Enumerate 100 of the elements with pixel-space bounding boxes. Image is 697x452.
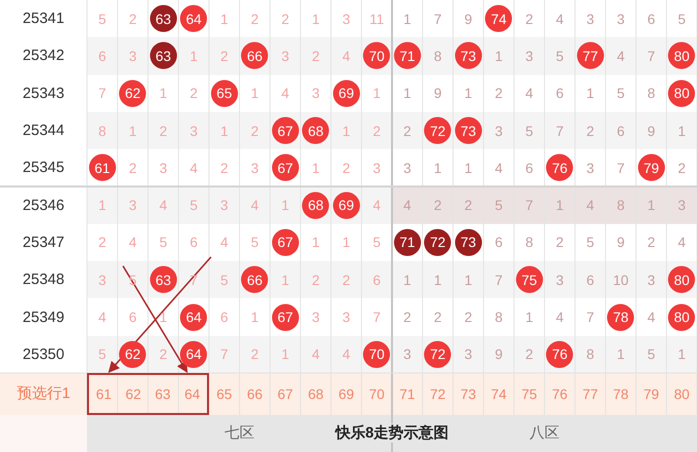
miss-count: 5 xyxy=(678,10,686,27)
number-ball: 67 xyxy=(272,154,299,182)
miss-count: 8 xyxy=(586,346,594,362)
miss-count: 3 xyxy=(556,272,564,288)
miss-count: 1 xyxy=(281,346,290,362)
miss-count: 2 xyxy=(312,272,320,288)
issue-number: 25346 xyxy=(22,196,64,214)
miss-count: 4 xyxy=(128,234,137,250)
number-ball: 72 xyxy=(424,228,452,256)
miss-count: 5 xyxy=(250,234,259,250)
miss-count: 1 xyxy=(312,10,320,27)
miss-count: 3 xyxy=(98,272,106,288)
miss-count: 2 xyxy=(250,122,259,139)
miss-count: 5 xyxy=(98,10,106,27)
number-ball: 64 xyxy=(180,5,208,32)
miss-count: 2 xyxy=(312,48,320,64)
miss-count: 1 xyxy=(220,122,228,139)
miss-count: 1 xyxy=(403,272,412,288)
number-ball: 77 xyxy=(576,42,604,70)
number-ball: 64 xyxy=(180,304,208,331)
miss-count: 2 xyxy=(403,122,412,139)
number-ball: 70 xyxy=(363,340,390,368)
miss-count: 3 xyxy=(128,197,137,214)
preview-number: 61 xyxy=(94,384,113,404)
number-ball: 75 xyxy=(516,266,543,294)
miss-count: 9 xyxy=(434,85,442,102)
miss-count: 9 xyxy=(494,346,503,362)
miss-count: 4 xyxy=(312,346,320,362)
issue-number: 25341 xyxy=(22,10,64,28)
miss-count: 6 xyxy=(128,309,137,326)
number-ball: 70 xyxy=(363,42,390,70)
miss-count: 7 xyxy=(586,309,594,326)
miss-count: 3 xyxy=(342,10,350,27)
miss-count: 4 xyxy=(159,197,168,214)
miss-count: 2 xyxy=(464,197,472,214)
number-ball: 67 xyxy=(272,117,299,144)
miss-count: 4 xyxy=(494,160,503,176)
number-ball: 67 xyxy=(272,304,299,331)
miss-count: 1 xyxy=(678,122,686,139)
miss-count: 6 xyxy=(616,122,625,139)
miss-count: 3 xyxy=(312,309,320,326)
number-ball: 62 xyxy=(119,340,146,368)
miss-count: 4 xyxy=(678,234,686,250)
miss-count: 6 xyxy=(525,160,534,176)
preview-number: 74 xyxy=(490,386,507,402)
miss-count: 5 xyxy=(556,48,564,64)
preview-number: 68 xyxy=(308,386,324,402)
miss-count: 5 xyxy=(525,122,534,139)
miss-count: 4 xyxy=(556,309,564,326)
number-ball: 80 xyxy=(668,42,696,70)
miss-count: 2 xyxy=(190,85,198,102)
preview-number: 73 xyxy=(460,386,476,402)
miss-count: 4 xyxy=(525,85,534,102)
miss-count: 3 xyxy=(525,48,534,64)
miss-count: 8 xyxy=(616,197,625,214)
miss-count: 1 xyxy=(159,309,168,326)
preview-number: 80 xyxy=(674,386,690,402)
number-ball: 65 xyxy=(210,80,238,107)
miss-count: 3 xyxy=(342,309,350,326)
issue-number: 25345 xyxy=(22,159,64,176)
miss-count: 2 xyxy=(342,160,350,176)
miss-count: 6 xyxy=(647,10,656,27)
miss-count: 4 xyxy=(342,48,350,64)
miss-count: 2 xyxy=(525,10,534,27)
miss-count: 1 xyxy=(98,197,106,214)
miss-count: 2 xyxy=(281,10,290,27)
miss-count: 2 xyxy=(556,234,564,250)
miss-count: 5 xyxy=(98,346,106,362)
number-ball: 68 xyxy=(302,117,330,144)
miss-count: 1 xyxy=(616,346,625,362)
miss-count: 8 xyxy=(98,122,106,139)
miss-count: 7 xyxy=(98,85,106,102)
miss-count: 5 xyxy=(494,197,503,214)
miss-count: 3 xyxy=(403,160,412,176)
miss-count: 2 xyxy=(159,346,168,362)
number-ball: 80 xyxy=(668,304,696,331)
miss-count: 1 xyxy=(372,85,381,102)
miss-count: 1 xyxy=(250,309,259,326)
number-ball: 74 xyxy=(485,5,512,32)
miss-count: 4 xyxy=(342,346,350,362)
number-ball: 76 xyxy=(546,154,574,182)
miss-count: 11 xyxy=(369,10,384,27)
miss-count: 3 xyxy=(494,122,503,139)
miss-count: 4 xyxy=(586,197,594,214)
number-ball: 73 xyxy=(454,228,482,256)
number-ball: 63 xyxy=(150,42,177,70)
miss-count: 6 xyxy=(220,309,228,326)
miss-count: 5 xyxy=(372,234,381,250)
miss-count: 3 xyxy=(220,197,228,214)
miss-count: 2 xyxy=(128,10,137,27)
number-ball: 76 xyxy=(546,340,574,368)
issue-number: 25349 xyxy=(22,308,64,326)
preview-number: 79 xyxy=(643,386,660,402)
preview-number: 71 xyxy=(399,386,416,402)
miss-count: 2 xyxy=(586,122,594,139)
miss-count: 7 xyxy=(616,160,625,176)
miss-count: 9 xyxy=(616,234,625,250)
number-ball: 73 xyxy=(454,42,482,70)
miss-count: 1 xyxy=(342,122,350,139)
miss-count: 2 xyxy=(220,48,228,64)
